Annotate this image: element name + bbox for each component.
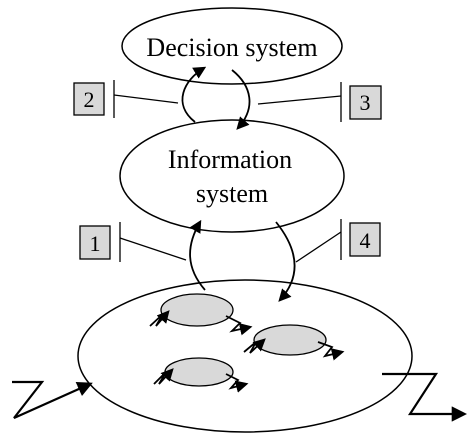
decision-system-ellipse [121, 7, 343, 85]
box-3 [349, 85, 382, 120]
information-system-label-line2: system [196, 179, 268, 208]
box-1-label: 1 [90, 231, 101, 256]
box-2-label: 2 [84, 87, 95, 112]
decision-system-label: Decision system [146, 33, 317, 62]
external-output-zigzag [382, 372, 468, 422]
zigzag-out-bottom [225, 373, 249, 393]
arrow-decision-to-info [231, 69, 251, 130]
information-system-ellipse [119, 119, 345, 233]
box-2-connector [113, 94, 179, 104]
box-4 [349, 222, 381, 257]
box-2 [73, 82, 105, 116]
inner-ellipse-bottom [164, 357, 234, 387]
box-1-connector [119, 237, 187, 261]
box-4-connector [295, 231, 342, 263]
information-system-label-line1: Information [168, 145, 292, 174]
arrow-info-to-operating [275, 221, 296, 302]
box-3-label: 3 [360, 90, 371, 115]
arrow-operating-to-info [189, 219, 206, 291]
zigzag-in-top [149, 310, 170, 327]
zigzag-in-right [243, 338, 266, 354]
zigzag-out-right [317, 341, 345, 361]
inner-ellipse-right [253, 324, 327, 356]
external-input-zigzag [12, 380, 93, 420]
zigzag-in-bottom [153, 368, 174, 385]
box-3-connector [257, 95, 342, 105]
arrow-info-to-decision [181, 66, 207, 123]
operating-system-ellipse [77, 279, 413, 433]
box-1 [79, 225, 111, 260]
inner-ellipse-top [160, 293, 234, 327]
box-4-label: 4 [360, 228, 371, 253]
zigzag-out-top [225, 315, 253, 336]
